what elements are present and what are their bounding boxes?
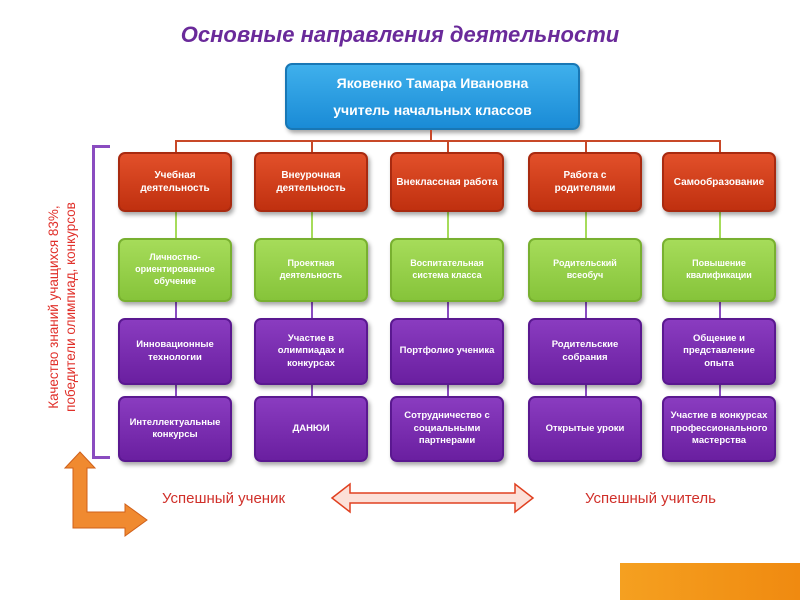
box-p2: Участие в конкурсах профессионального ма… — [662, 396, 776, 462]
head-name: Яковенко Тамара Ивановна — [336, 75, 529, 92]
connector — [719, 302, 721, 318]
box-p1: Портфолио ученика — [390, 318, 504, 385]
box-label: Участие в олимпиадах и конкурсах — [277, 332, 345, 369]
head-box: Яковенко Тамара Ивановна учитель начальн… — [285, 63, 580, 130]
box-label: Сотрудничество с социальными партнерами — [404, 410, 490, 447]
box-label: Воспитательная система класса — [410, 258, 484, 280]
footer-right: Успешный учитель — [585, 490, 716, 507]
footer-left: Успешный ученик — [162, 490, 286, 507]
connector — [311, 212, 313, 238]
connector — [311, 302, 313, 318]
box-label: Внеурочная деятельность — [276, 170, 346, 194]
box-p1: Родительские собрания — [528, 318, 642, 385]
box-label: Участие в конкурсах профессионального ма… — [670, 410, 768, 447]
connector — [175, 385, 177, 396]
box-label: Работа с родителями — [554, 170, 616, 194]
decor-bar — [620, 563, 800, 600]
box-red: Работа с родителями — [528, 152, 642, 212]
box-green: Повышение квалификации — [662, 238, 776, 302]
connector — [175, 212, 177, 238]
box-label: Родительские собрания — [551, 339, 619, 363]
connector — [311, 140, 313, 152]
box-label: Общение и представление опыта — [683, 332, 755, 369]
connector — [585, 212, 587, 238]
box-green: Родительский всеобуч — [528, 238, 642, 302]
connector — [719, 212, 721, 238]
box-label: Родительский всеобуч — [553, 258, 617, 280]
head-role: учитель начальных классов — [333, 101, 532, 118]
box-green: Личностно-ориентированное обучение — [118, 238, 232, 302]
side-text-line2: победители олимпиад, конкурсов — [63, 202, 78, 412]
box-red: Внеклассная работа — [390, 152, 504, 212]
connector — [585, 140, 587, 152]
box-label: Проектная деятельность — [279, 258, 343, 280]
box-p1: Общение и представление опыта — [662, 318, 776, 385]
box-label: Самообразование — [673, 176, 765, 188]
connector — [719, 385, 721, 396]
connector — [719, 140, 721, 152]
box-label: Личностно-ориентированное обучение — [135, 252, 215, 286]
box-p2: Открытые уроки — [528, 396, 642, 462]
double-arrow-icon — [330, 482, 535, 514]
box-green: Проектная деятельность — [254, 238, 368, 302]
page-title: Основные направления деятельности — [180, 22, 620, 47]
connector — [447, 212, 449, 238]
box-p1: Инновационные технологии — [118, 318, 232, 385]
box-p1: Участие в олимпиадах и конкурсах — [254, 318, 368, 385]
box-label: Инновационные технологии — [136, 339, 214, 363]
connector — [447, 385, 449, 396]
connector — [447, 140, 449, 152]
turn-arrow-icon — [63, 451, 148, 537]
box-label: Повышение квалификации — [686, 258, 752, 280]
side-text-line1: Качество знаний учащихся 83%, — [46, 205, 61, 409]
connector — [311, 385, 313, 396]
side-text: Качество знаний учащихся 83%, победители… — [45, 127, 79, 487]
bracket-top — [92, 145, 110, 148]
connector — [430, 130, 432, 141]
box-green: Воспитательная система класса — [390, 238, 504, 302]
box-p2: ДАНЮИ — [254, 396, 368, 462]
connector — [175, 302, 177, 318]
box-red: Самообразование — [662, 152, 776, 212]
box-red: Учебная деятельность — [118, 152, 232, 212]
bracket — [92, 145, 95, 459]
box-label: Открытые уроки — [545, 422, 625, 434]
box-p2: Сотрудничество с социальными партнерами — [390, 396, 504, 462]
box-label: Внеклассная работа — [396, 176, 498, 188]
connector — [447, 302, 449, 318]
connector — [585, 302, 587, 318]
connector — [585, 385, 587, 396]
box-label: Интеллектуальные конкурсы — [129, 416, 221, 440]
box-red: Внеурочная деятельность — [254, 152, 368, 212]
connector — [175, 140, 177, 152]
bracket-bottom — [92, 456, 110, 459]
box-p2: Интеллектуальные конкурсы — [118, 396, 232, 462]
box-label: Учебная деятельность — [140, 170, 210, 194]
box-label: ДАНЮИ — [292, 422, 330, 434]
box-label: Портфолио ученика — [399, 345, 495, 357]
